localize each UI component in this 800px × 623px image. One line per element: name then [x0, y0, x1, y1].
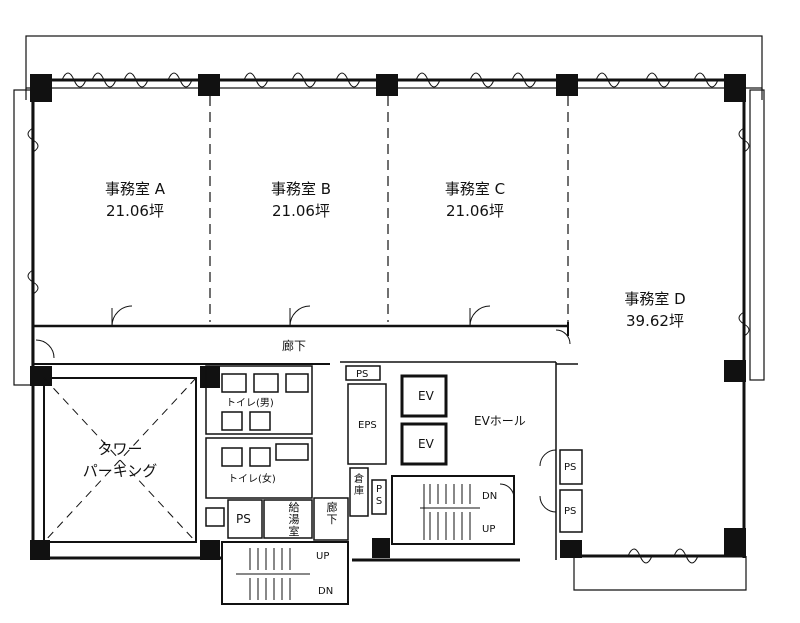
- balcony-outline-right: [749, 89, 765, 381]
- ev-hall-label: EVホール: [474, 414, 526, 428]
- room-a-name: 事務室 A: [104, 180, 166, 198]
- ev2-shaft: [400, 422, 448, 466]
- eps-label: EPS: [358, 420, 377, 431]
- side-windows: [27, 127, 750, 337]
- corridor-lower-label: 廊下: [326, 501, 338, 526]
- tower-parking-line2: パーキング: [82, 462, 158, 480]
- corridor-doors: [35, 305, 571, 359]
- stair1-box: [391, 475, 515, 545]
- room-c-name: 事務室 C: [444, 180, 506, 198]
- tower-parking-box: [43, 377, 197, 543]
- ps-room-lower-left: [227, 499, 263, 539]
- room-d-name: 事務室 D: [624, 290, 686, 308]
- ps-top-label: PS: [356, 369, 369, 380]
- office-partitions: [209, 96, 569, 322]
- ps-vertical-label: PS: [375, 484, 383, 507]
- ps-right1-label: PS: [564, 462, 577, 473]
- balcony-outline-bottom-right: [573, 556, 747, 591]
- tower-parking-label: タワー パーキング: [70, 438, 170, 482]
- storage-room: [349, 467, 369, 517]
- corridor-lower-room: [313, 497, 349, 541]
- toilet-men-room: [205, 365, 313, 435]
- room-b-area: 21.06坪: [272, 202, 330, 220]
- room-b-name: 事務室 B: [270, 180, 332, 198]
- room-a-area: 21.06坪: [106, 202, 164, 220]
- ps-lower-left-label: PS: [236, 512, 251, 526]
- toilet-women-label: トイレ(女): [228, 474, 276, 485]
- ps-right2-label: PS: [564, 506, 577, 517]
- room-b-label: 事務室 B 21.06坪: [256, 178, 346, 222]
- room-a-label: 事務室 A 21.06坪: [90, 178, 180, 222]
- toilet-men-label: トイレ(男): [226, 398, 274, 409]
- ps-vertical-room: [371, 479, 387, 515]
- stair2-box: [221, 541, 349, 605]
- balcony-outline-left: [13, 89, 33, 386]
- room-c-label: 事務室 C 21.06坪: [430, 178, 520, 222]
- corridor-label: 廊下: [282, 339, 307, 353]
- room-d-label: 事務室 D 39.62坪: [610, 288, 700, 332]
- ev1-label: EV: [418, 389, 434, 403]
- room-c-area: 21.06坪: [446, 202, 504, 220]
- tower-parking-line1: タワー: [97, 440, 143, 458]
- toilet-women-room: [205, 437, 313, 499]
- ps-right1-room: [559, 449, 583, 485]
- ps-right2-room: [559, 489, 583, 533]
- ev1-shaft: [400, 374, 448, 418]
- ps-top-room: [345, 365, 381, 381]
- stair1-dn-label: DN: [482, 491, 498, 502]
- stair2-up-label: UP: [316, 551, 330, 562]
- ev-hall-doors: [499, 449, 699, 564]
- kitchenette-label: 給湯室: [288, 501, 300, 538]
- ev2-label: EV: [418, 437, 434, 451]
- north-windows: [61, 72, 719, 88]
- kitchenette-room: [263, 499, 313, 539]
- stair1-up-label: UP: [482, 524, 496, 535]
- room-d-area: 39.62坪: [626, 312, 684, 330]
- eps-room: [347, 383, 387, 465]
- stair2-dn-label: DN: [318, 586, 334, 597]
- storage-label: 倉庫: [354, 474, 364, 497]
